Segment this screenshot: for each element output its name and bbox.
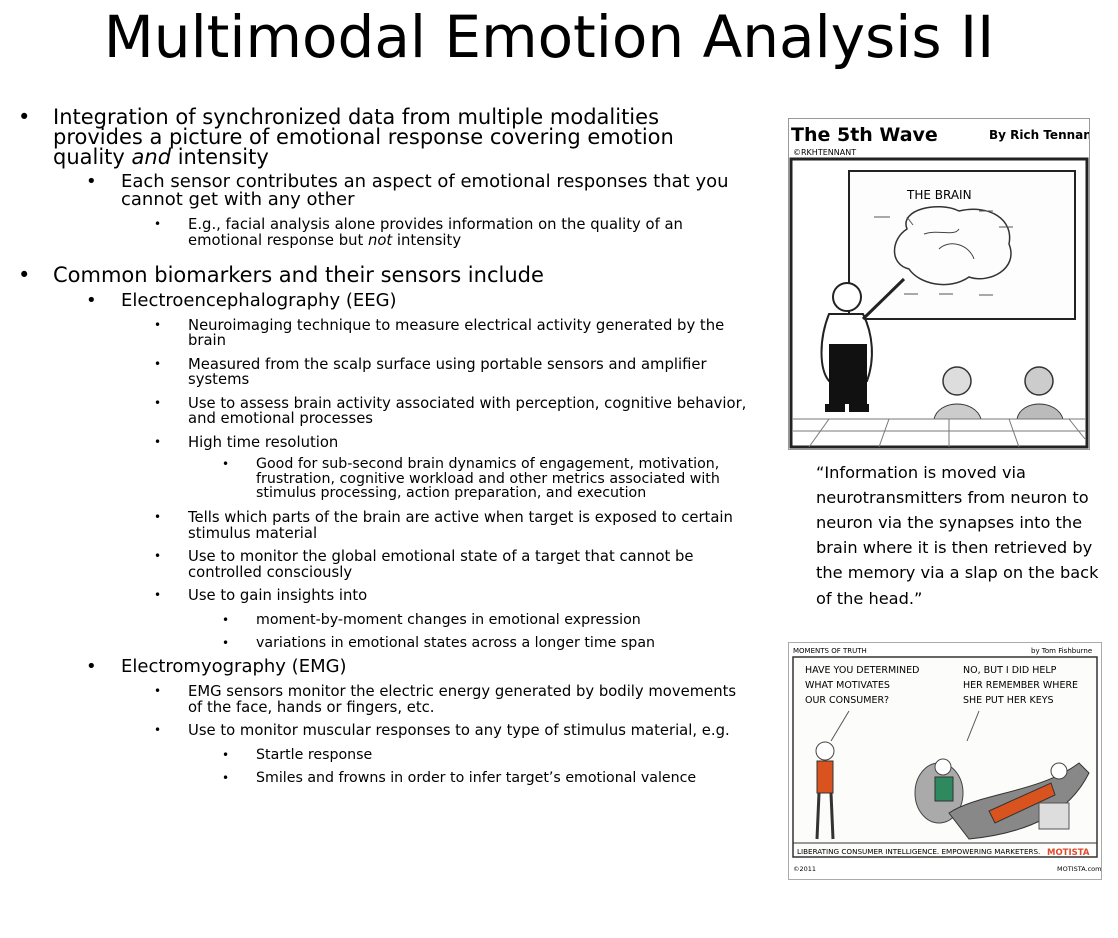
- speech-left-2: WHAT MOTIVATES: [805, 680, 890, 691]
- bullet-dot-icon: •: [86, 656, 97, 678]
- bullet-text: Use to gain insights into: [188, 587, 368, 605]
- bullet-dot-icon: •: [154, 588, 162, 603]
- slide-title: Multimodal Emotion Analysis II: [103, 3, 995, 71]
- bullet-dot-icon: •: [154, 684, 162, 699]
- bullet-text: Tells which parts of the brain are activ…: [188, 509, 733, 542]
- bullet-item-level-2: • Electroencephalography (EEG): [86, 289, 750, 311]
- cartoon2-copyright: ©2011: [793, 865, 816, 873]
- bullet-dot-icon: •: [222, 457, 230, 472]
- bullet-item-level-3: • High time resolution: [154, 435, 750, 451]
- speech-right-2: HER REMEMBER WHERE: [963, 680, 1078, 691]
- cartoon1-signature: ©RKHTENNANT: [793, 148, 856, 157]
- bullet-text: EMG sensors monitor the electric energy …: [188, 683, 737, 716]
- bullet-item-level-4: • variations in emotional states across a…: [222, 636, 750, 650]
- bullet-text: Electromyography (EMG): [121, 656, 347, 678]
- bullet-item-level-3: • Use to monitor muscular responses to an…: [154, 723, 750, 739]
- bullet-dot-icon: •: [222, 770, 230, 785]
- bullet-text: intensity: [171, 145, 269, 170]
- bullet-dot-icon: •: [222, 747, 230, 762]
- cartoon2-site: MOTISTA.com: [1057, 865, 1101, 873]
- bullet-item-level-4: • moment-by-moment changes in emotional e…: [222, 613, 750, 627]
- bullet-item-level-2: • Electromyography (EMG): [86, 658, 750, 676]
- speech-left-1: HAVE YOU DETERMINED: [805, 665, 919, 676]
- bullet-item-level-4: • Startle response: [222, 748, 750, 762]
- bullet-item-level-3: • Neuroimaging technique to measure elect…: [154, 318, 750, 349]
- bullet-item-level-4: • Good for sub-second brain dynamics of e…: [222, 457, 750, 500]
- speech-right-1: NO, BUT I DID HELP: [963, 665, 1057, 676]
- bullet-text: Electroencephalography (EEG): [121, 289, 397, 311]
- bullet-text: Smiles and frowns in order to infer targ…: [256, 769, 697, 786]
- bullet-list: •Integration of synchronized data from m…: [18, 105, 750, 785]
- cartoon1-author: By Rich Tennant: [989, 128, 1090, 142]
- bullet-dot-icon: •: [86, 171, 97, 193]
- bullet-emphasis: not: [367, 232, 393, 249]
- bullet-dot-icon: •: [222, 612, 230, 627]
- speech-left-3: OUR CONSUMER?: [805, 695, 889, 706]
- bullet-text: Each sensor contributes an aspect of emo…: [121, 171, 729, 211]
- bullet-item-level-3: • EMG sensors monitor the electric energy…: [154, 684, 750, 715]
- bullet-item-level-3: • Tells which parts of the brain are acti…: [154, 510, 750, 541]
- bullet-dot-icon: •: [222, 635, 230, 650]
- bullet-text: Measured from the scalp surface using po…: [188, 355, 707, 389]
- bullet-text: Use to monitor muscular responses to any…: [188, 722, 730, 740]
- bullet-dot-icon: •: [154, 356, 162, 371]
- bullet-dot-icon: •: [86, 289, 97, 311]
- bullet-dot-icon: •: [18, 262, 31, 287]
- bullet-item-level-1: • Integration of synchronized data from m…: [18, 105, 750, 170]
- bullet-dot-icon: •: [154, 317, 162, 332]
- cartoon2-footer: LIBERATING CONSUMER INTELLIGENCE. EMPOWE…: [797, 847, 1040, 856]
- bullet-emphasis: and: [131, 145, 172, 170]
- cartoon-5th-wave: The 5th Wave By Rich Tennant ©RKHTENNANT…: [788, 118, 1090, 450]
- cartoon2-header-left: MOMENTS OF TRUTH: [793, 647, 867, 655]
- bullet-dot-icon: •: [154, 217, 162, 232]
- bullet-item-level-3: • Use to assess brain activity associated…: [154, 396, 750, 427]
- bullet-text: intensity: [392, 232, 462, 249]
- bullet-dot-icon: •: [154, 510, 162, 525]
- bullet-dot-icon: •: [154, 549, 162, 564]
- bullet-item-level-3: • Use to monitor the global emotional sta…: [154, 549, 750, 580]
- bullet-text: Use to monitor the global emotional stat…: [188, 548, 694, 581]
- bullet-item-level-3: • Measured from the scalp surface using p…: [154, 357, 750, 388]
- cartoon-caption: “Information is moved via neurotransmitt…: [816, 463, 1099, 608]
- bullet-item-level-4: • Smiles and frowns in order to infer tar…: [222, 771, 750, 785]
- bullet-dot-icon: •: [18, 105, 31, 129]
- cartoon1-title: The 5th Wave: [791, 124, 938, 146]
- bullet-text: E.g., facial analysis alone provides inf…: [188, 216, 683, 249]
- bullet-dot-icon: •: [154, 723, 162, 738]
- bullet-item-level-1: • Common biomarkers and their sensors inc…: [18, 262, 750, 287]
- bullet-dot-icon: •: [154, 395, 162, 410]
- bullet-text: Integration of synchronized data from mu…: [53, 105, 674, 170]
- bullet-item-level-3: • Use to gain insights into: [154, 588, 750, 604]
- bullet-item-level-2: • Each sensor contributes an aspect of em…: [86, 173, 750, 209]
- bullet-text: Use to assess brain activity associated …: [188, 394, 747, 428]
- cartoon-moments-of-truth: MOMENTS OF TRUTH by Tom Fishburne HAVE Y…: [788, 642, 1102, 880]
- bullet-text: Startle response: [256, 746, 373, 763]
- speech-right-3: SHE PUT HER KEYS: [963, 695, 1054, 706]
- bullet-text: Common biomarkers and their sensors incl…: [53, 262, 544, 287]
- bullet-item-level-3: • E.g., facial analysis alone provides in…: [154, 217, 750, 248]
- bullet-text: moment-by-moment changes in emotional ex…: [256, 611, 641, 628]
- bullet-text: High time resolution: [188, 433, 339, 451]
- bullet-text: Neuroimaging technique to measure electr…: [188, 316, 725, 350]
- bullet-text: Good for sub-second brain dynamics of en…: [256, 456, 720, 501]
- bullet-dot-icon: •: [154, 434, 162, 449]
- bullet-text: variations in emotional states across a …: [256, 634, 656, 651]
- cartoon2-brand: MOTISTA: [1047, 848, 1090, 858]
- brain-board-label: THE BRAIN: [906, 188, 972, 202]
- cartoon2-header-right: by Tom Fishburne: [1031, 647, 1092, 655]
